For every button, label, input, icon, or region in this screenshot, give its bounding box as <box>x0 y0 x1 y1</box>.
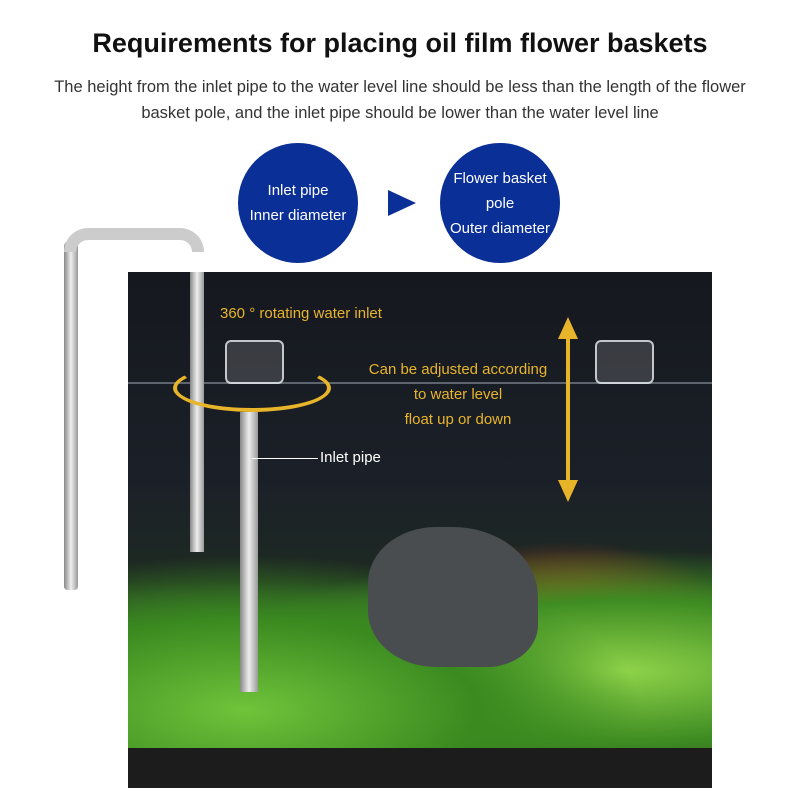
aquarium-photo: 360 ° rotating water inlet Can be adjust… <box>128 272 712 788</box>
outlet-pipe-left <box>64 240 78 590</box>
inlet-pipe-label: Inlet pipe <box>320 449 381 466</box>
page-title: Requirements for placing oil film flower… <box>92 28 708 58</box>
adjust-label: Can be adjusted according to water level… <box>358 357 558 432</box>
arrow-right-icon <box>388 190 416 216</box>
inlet-pipe-vertical <box>190 272 204 552</box>
water-line <box>128 382 712 384</box>
adjust-line: float up or down <box>404 411 512 428</box>
basket-pole-circle: Flower basket pole Outer diameter <box>440 143 560 263</box>
rock <box>368 527 538 667</box>
gravel <box>128 748 712 788</box>
circle-line: Inner diameter <box>249 207 347 224</box>
rotating-label: 360 ° rotating water inlet <box>220 305 382 322</box>
leader-line <box>252 458 318 459</box>
circle-line: Flower basket <box>453 169 547 187</box>
circle-line: Inlet pipe <box>267 182 329 199</box>
circle-line: pole <box>485 194 515 212</box>
inlet-pipe <box>240 412 258 692</box>
subtitle: The height from the inlet pipe to the wa… <box>54 78 746 122</box>
flower-basket-right <box>595 340 654 384</box>
circle-line: Outer diameter <box>449 219 551 237</box>
adjust-line: Can be adjusted according <box>368 361 548 378</box>
adjust-line: to water level <box>413 386 503 403</box>
inlet-pipe-circle: Inlet pipe Inner diameter <box>238 143 358 263</box>
rotate-arrow-icon <box>173 364 331 412</box>
up-down-arrow-icon <box>558 317 578 502</box>
pipe-bend <box>64 228 204 252</box>
